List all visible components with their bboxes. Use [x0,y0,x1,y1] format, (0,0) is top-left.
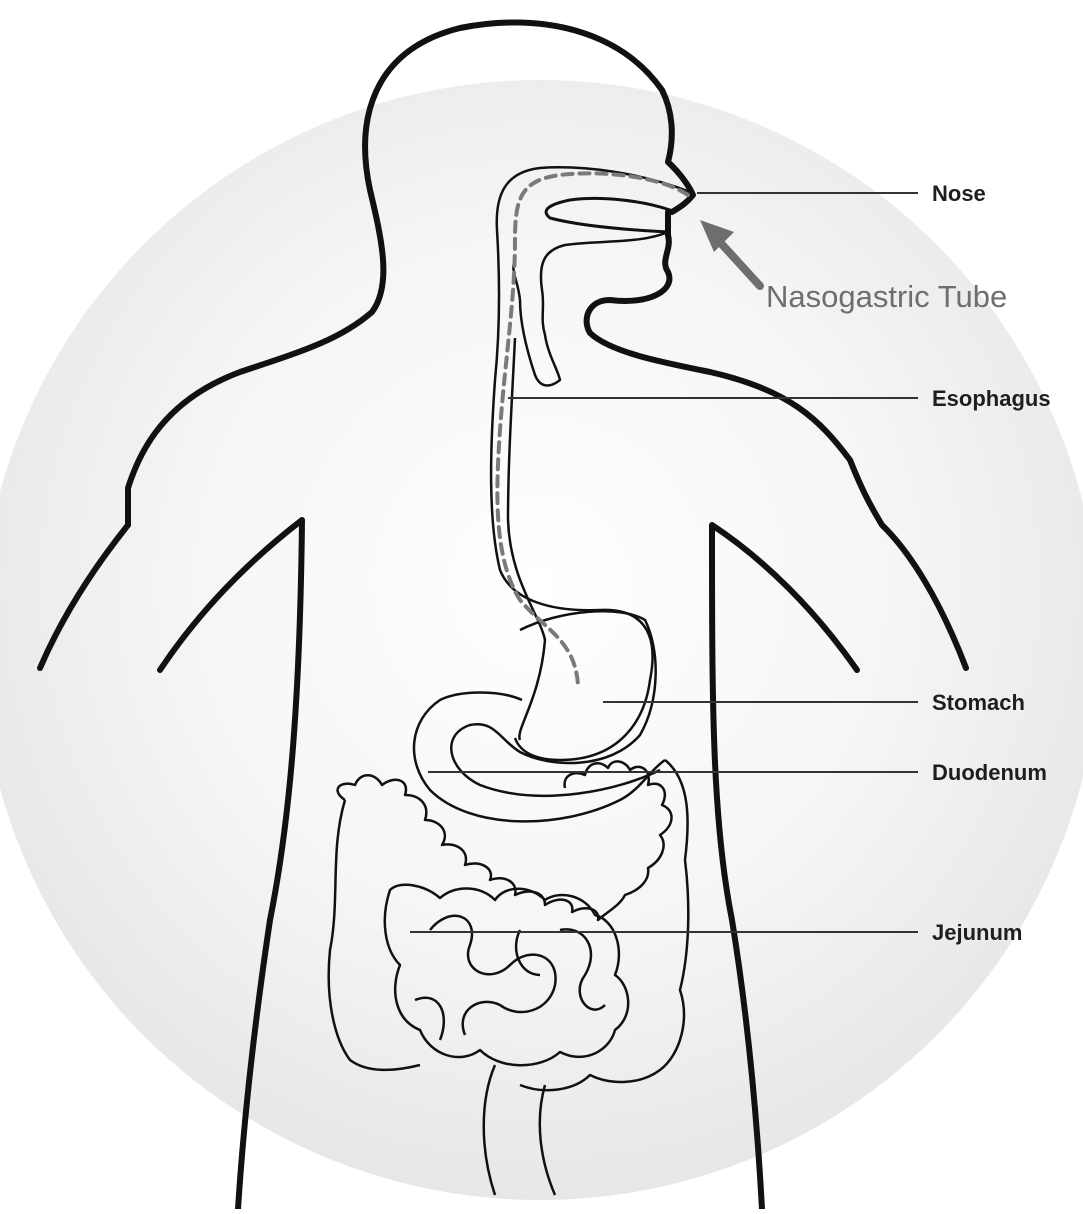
label-nose: Nose [932,181,986,206]
label-nasogastric-tube: Nasogastric Tube [766,279,1007,314]
label-stomach: Stomach [932,690,1025,715]
background-circle [0,80,1083,1200]
label-esophagus: Esophagus [932,386,1051,411]
label-jejunum: Jejunum [932,920,1022,945]
label-duodenum: Duodenum [932,760,1047,785]
